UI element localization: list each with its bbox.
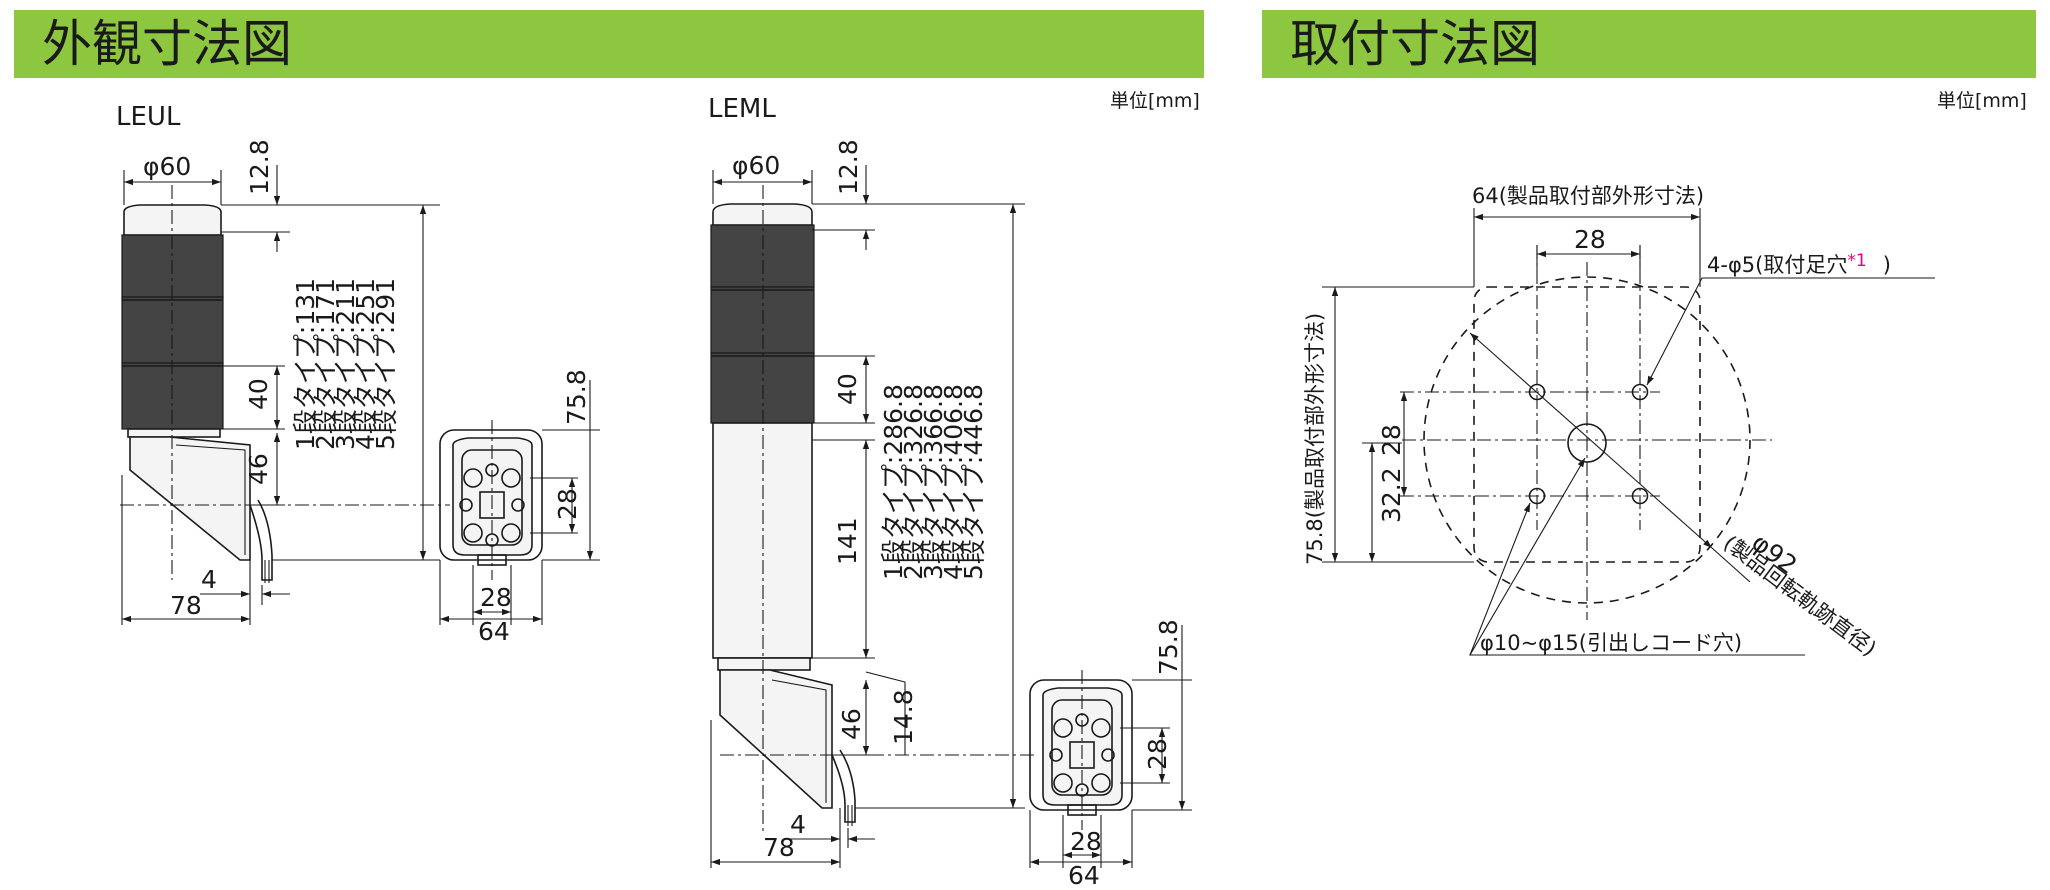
leml-bracket-dim: 14.8 [889,689,918,745]
leml-top-cap-dim: 12.8 [834,139,863,195]
mount-outer-width-dim: 64(製品取付部外形寸法) [1472,184,1704,208]
leul-type-4: 4段タイプ:251 [351,278,380,450]
leul-type-list: 1段タイプ:131 2段タイプ:171 3段タイプ:211 4段タイプ:251 … [291,278,400,450]
leul-base-view: 75.8 28 28 64 [439,369,600,646]
leml-diameter-dim: φ60 [732,151,780,180]
mount-rotation-note: (製品回転軌跡直径) [1719,531,1881,661]
leul-offset-dim: 4 [201,565,217,594]
leul-base-width-dim: 64 [478,617,510,646]
mount-cord-hole-label: φ10~φ15(引出しコード穴) [1480,631,1742,655]
leml-pole-dim: 141 [833,517,862,565]
leml-base-width-inner-dim: 28 [1070,827,1102,856]
unit-label-left: 単位[mm] [1110,90,1200,112]
leml-type-1: 1段タイプ:286.8 [879,384,908,580]
leul-top-cap-dim: 12.8 [245,139,274,195]
leul-type-5: 5段タイプ:291 [371,278,400,450]
unit-label-right: 単位[mm] [1937,90,2027,112]
leml-type-4: 4段タイプ:406.8 [939,384,968,580]
mount-outer-height-dim: 75.8(製品取付部外形寸法) [1303,313,1327,565]
leul-type-1: 1段タイプ:131 [291,278,320,450]
mount-hole-pitch-y-dim: 28 [1377,424,1406,456]
leml-base-inner-dim: 28 [1143,738,1172,770]
section-title-mounting: 取付寸法図 [1290,15,1540,73]
section-header-appearance: 外観寸法図 [14,10,1204,78]
mount-holes-label: 4-φ5(取付足穴*1) [1707,251,1891,277]
mounting-diagram: 64(製品取付部外形寸法) 28 4-φ5(取付足穴*1) 75.8(製品取付部… [1303,184,1935,661]
leml-base-view: 75.8 28 28 64 [1029,619,1192,890]
leml-type-list: 1段タイプ:286.8 2段タイプ:326.8 3段タイプ:366.8 4段タイ… [879,384,988,580]
leul-type-3: 3段タイプ:211 [331,278,360,450]
leul-type-2: 2段タイプ:171 [311,278,340,450]
leul-diameter-dim: φ60 [143,152,191,181]
leml-side-view: φ60 12.8 40 141 46 14.8 4 7 [710,139,1035,868]
leul-tier-dim: 40 [244,378,273,410]
leml-base-width-dim: 64 [1068,861,1100,890]
leul-base-height-dim: 75.8 [562,369,591,425]
leml-base-dim: 46 [837,708,866,740]
leml-offset-dim: 4 [790,810,806,839]
leml-base-height-dim: 75.8 [1154,619,1183,675]
leml-type-3: 3段タイプ:366.8 [919,384,948,580]
leml-tier-dim: 40 [833,373,862,405]
section-header-mounting: 取付寸法図 [1262,10,2036,78]
leul-base-width-inner-dim: 28 [480,583,512,612]
mount-hole-pitch-x-dim: 28 [1574,225,1606,254]
section-title-appearance: 外観寸法図 [42,15,292,73]
leul-base-inner-dim: 28 [553,488,582,520]
leml-type-5: 5段タイプ:446.8 [959,384,988,580]
leml-type-2: 2段タイプ:326.8 [899,384,928,580]
model-label-leul: LEUL [116,102,181,132]
leul-side-view: φ60 12.8 40 46 4 78 [120,139,450,625]
leul-depth-dim: 78 [170,591,202,620]
mount-center-offset-dim: 32.2 [1377,467,1406,523]
leul-base-dim: 46 [244,453,273,485]
model-label-leml: LEML [708,94,776,124]
note-mark: *1 [1847,251,1866,271]
leml-depth-dim: 78 [763,833,795,862]
